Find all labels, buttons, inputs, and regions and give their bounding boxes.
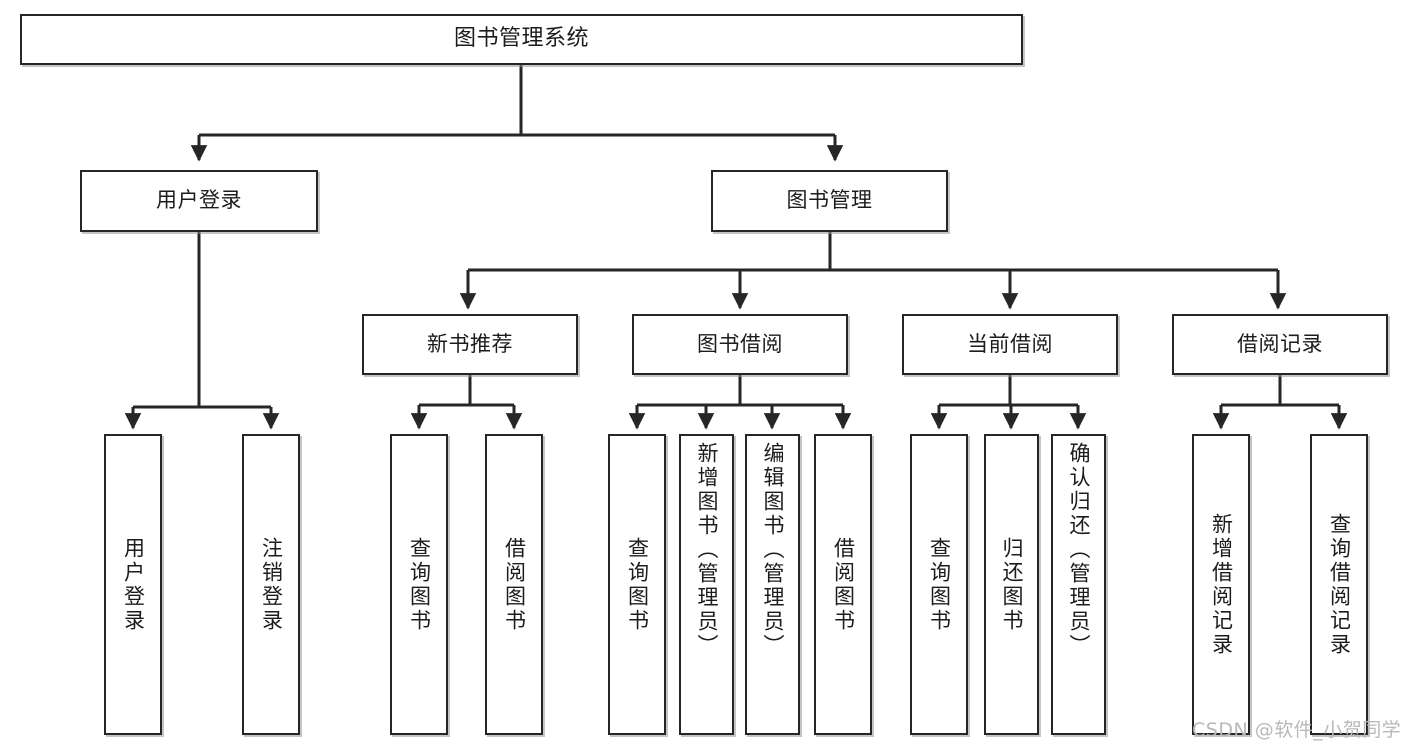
node-user-login-label: 用户登录 [156, 188, 242, 213]
node-root[interactable]: 图书管理系统 [20, 14, 1023, 65]
leaf-query-record-label: 查询借阅记录 [1327, 512, 1352, 657]
leaf-add-record-label: 新增借阅记录 [1209, 512, 1234, 657]
leaf-add-book[interactable]: 新增图书（管理员） [679, 434, 734, 735]
leaf-confirm-return[interactable]: 确认归还（管理员） [1051, 434, 1106, 735]
node-borrow-record[interactable]: 借阅记录 [1172, 314, 1388, 375]
leaf-add-record[interactable]: 新增借阅记录 [1192, 434, 1250, 735]
node-book-manage-label: 图书管理 [786, 188, 873, 213]
node-current-borrow[interactable]: 当前借阅 [902, 314, 1118, 375]
leaf-query-book-rec-label: 查询图书 [407, 536, 432, 633]
leaf-confirm-return-label: 确认归还（管理员） [1067, 442, 1091, 658]
leaf-borrow-book[interactable]: 借阅图书 [814, 434, 872, 735]
leaf-query-book[interactable]: 查询图书 [608, 434, 666, 735]
node-borrow-record-label: 借阅记录 [1237, 331, 1323, 356]
leaf-edit-book[interactable]: 编辑图书（管理员） [745, 434, 800, 735]
node-current-borrow-label: 当前借阅 [967, 331, 1053, 356]
leaf-logout[interactable]: 注销登录 [242, 434, 300, 735]
node-root-label: 图书管理系统 [453, 26, 589, 52]
node-new-book-rec-label: 新书推荐 [427, 331, 513, 356]
leaf-user-login-label: 用户登录 [121, 536, 146, 633]
node-book-borrow[interactable]: 图书借阅 [632, 314, 848, 375]
node-user-login[interactable]: 用户登录 [80, 170, 318, 232]
leaf-query-book-cur-label: 查询图书 [927, 536, 952, 633]
leaf-return-book-label: 归还图书 [1000, 536, 1024, 633]
node-new-book-rec[interactable]: 新书推荐 [362, 314, 578, 375]
leaf-edit-book-label: 编辑图书（管理员） [761, 442, 785, 658]
leaf-logout-label: 注销登录 [259, 536, 284, 633]
node-book-borrow-label: 图书借阅 [697, 331, 783, 356]
leaf-query-book-label: 查询图书 [625, 536, 650, 633]
csdn-watermark: CSDN @软件_小贺同学 [1192, 719, 1402, 741]
leaf-borrow-book-label: 借阅图书 [831, 536, 856, 633]
node-book-manage[interactable]: 图书管理 [711, 170, 948, 232]
leaf-query-book-rec[interactable]: 查询图书 [390, 434, 448, 735]
leaf-user-login[interactable]: 用户登录 [104, 434, 162, 735]
leaf-query-record[interactable]: 查询借阅记录 [1310, 434, 1368, 735]
leaf-borrow-book-rec-label: 借阅图书 [502, 536, 527, 633]
leaf-add-book-label: 新增图书（管理员） [695, 442, 719, 658]
leaf-query-book-cur[interactable]: 查询图书 [910, 434, 968, 735]
leaf-borrow-book-rec[interactable]: 借阅图书 [485, 434, 543, 735]
leaf-return-book[interactable]: 归还图书 [984, 434, 1039, 735]
